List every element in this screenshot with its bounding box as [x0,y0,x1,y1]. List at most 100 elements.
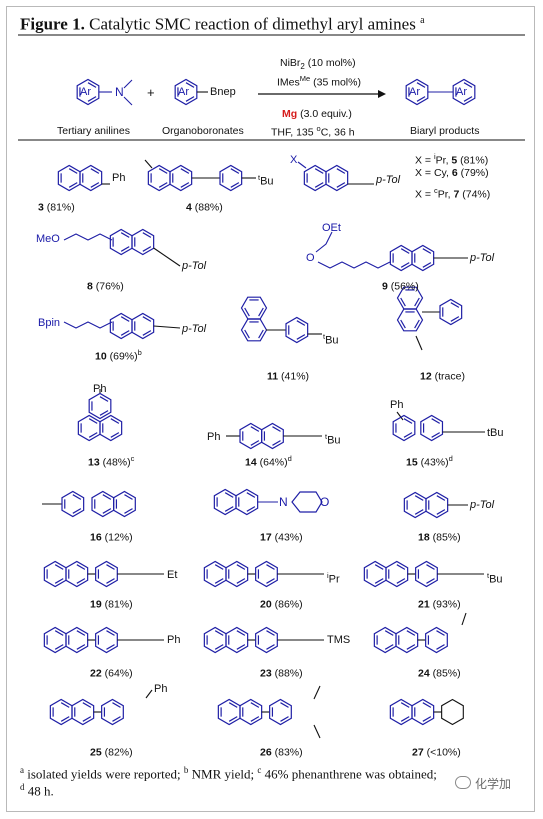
sub-9-ptol: p-Tol [470,252,495,264]
sub-9-oet: OEt [322,222,341,234]
cmpd-21-naph-b [385,560,409,588]
compound-caption: 26 (83%) [260,746,303,759]
naph-26-b-db [250,716,260,722]
cmpd-20-naph-a-db [214,564,224,570]
chain-8 [63,233,113,241]
cmpd-19-naph-b-db [76,564,86,570]
ring-25-aryl [101,698,124,726]
naph-4-a-db [158,168,168,174]
cmpd-22-naph-a-db [54,644,64,650]
ring-16-aryl-db [72,508,82,514]
ring-12-top-db [400,297,406,307]
naph-17-a-db [224,492,234,498]
cmpd-19-aryl-db [106,564,115,570]
compound-caption: 11 (41%) [267,370,310,383]
ring-4-aryl-db [230,168,240,174]
cmpd-21-naph-b-db [396,578,406,584]
ring-13-right-db [110,432,120,438]
naph-x-a-db [314,168,324,174]
ring-13-left-db [88,432,98,438]
ring-15-a-db [403,418,413,424]
ring-13-mid [88,392,112,420]
sub-x: X [290,154,298,166]
ring-13-right [99,414,123,442]
naph-16-b-db [124,494,133,500]
naph-4-b [169,164,193,192]
cmpd-20-naph-b-db [236,564,246,570]
naph-18-b [425,491,449,519]
scheme-product-ring-2-db [463,96,473,102]
naph-x-b-db [336,182,346,188]
ring-13-mid-db [99,396,109,402]
bond-4-me [144,159,153,169]
naph-8-b-db [142,232,152,238]
cmpd-19-aryl-db [106,578,115,584]
cmpd-20-naph-b-db [236,578,246,584]
scheme-aniline-ring-db [87,82,97,88]
compound-caption: 21 (93%) [418,598,461,611]
sub-14-tbu: tBu [325,432,341,447]
bond-25-ph [145,689,153,699]
cmpd-20-aryl-db [266,564,275,570]
naph-17-b [235,488,259,516]
naph-27-a-db [400,702,410,708]
compound-caption: 8 (76%) [87,280,124,293]
compound-caption: 16 (12%) [90,531,133,544]
naph-9-b [411,244,435,272]
sub-18-ptol: p-Tol [470,499,495,511]
ring-15-a [392,414,416,442]
scheme-n: N [115,85,124,99]
cmpd-23-naph-b-db [236,630,246,636]
sub-25-ph: Ph [154,683,168,695]
x-legend-6: X = Cy, 6 (79%) [415,167,489,179]
cmpd-21-aryl [415,560,438,588]
scheme-product-ring-1 [405,78,429,106]
naph-3-a-db [68,168,78,174]
cond-nibr2: NiBr2 (10 mol%) [280,57,356,72]
cmpd-22-aryl-db [106,644,115,650]
compound-caption: 18 (85%) [418,531,461,544]
naph-17-b-db [246,492,256,498]
naph-3-b-db [90,168,100,174]
naph-10-a-db [120,316,130,322]
naph-18-b-db [436,509,446,515]
naph-25-a-db [60,716,70,722]
ring-26-aryl [269,698,292,726]
naph-10-b [131,312,155,340]
cmpd-21-naph-a-db [374,578,384,584]
cmpd-22-aryl-db [106,630,115,636]
ring-11-bot [240,318,268,342]
naph-27-a-db [400,716,410,722]
naph-4-b-db [180,168,190,174]
naph-24-b [395,626,419,654]
figure-note-mark: a [420,15,425,26]
sub-3-ph: Ph [112,172,126,184]
cmpd-21-naph-a-db [374,564,384,570]
cmpd-23-naph-a-db [214,630,224,636]
sub-10-bpin: Bpin [38,317,61,329]
bond-24-me [461,612,467,626]
cmpd-23-aryl-db [266,644,275,650]
sub-19-et: Et [167,569,178,581]
ring-13-right-db [110,418,120,424]
compound-caption: 23 (88%) [260,667,303,680]
x-legend-5: X = iPr, 5 (81%) [415,152,489,167]
naph-26-a-db [228,716,238,722]
sub-x-ptol: p-Tol [376,174,401,186]
bond-26-me2 [313,724,321,739]
chain-9a [315,231,333,253]
chain-9 [317,261,391,269]
naph-18-a-db [414,495,424,501]
naph-3-a-db [68,182,78,188]
compound-caption: 27 (<10%) [412,746,461,759]
ring-11-aryl [285,316,309,344]
ring-26-aryl-db [280,702,289,708]
sub-9-o: O [306,252,315,264]
bond-x [297,161,307,169]
compound-caption: 22 (64%) [90,667,133,680]
naph-18-a-db [414,509,424,515]
scheme-aniline-ring-db [87,96,97,102]
ring-25-aryl-db [112,716,121,722]
compound-caption: 13 (48%)c [88,454,135,469]
